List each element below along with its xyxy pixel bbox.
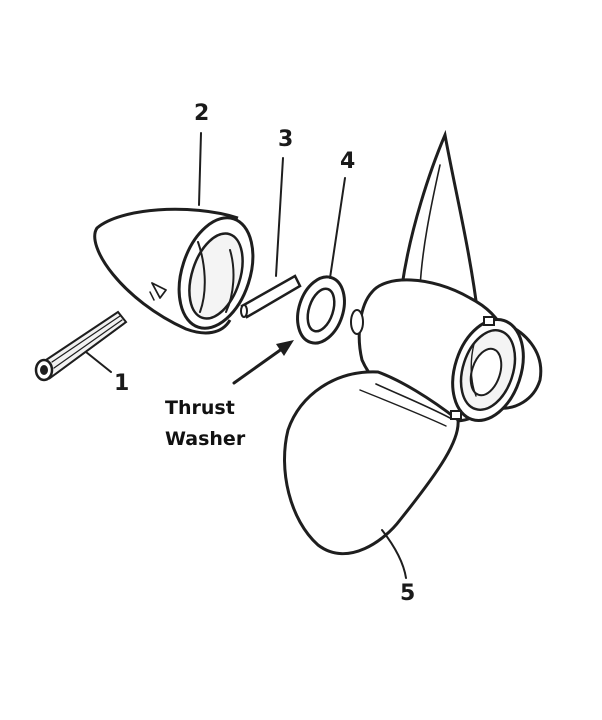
callout-3: 3	[278, 127, 293, 152]
callout-2: 2	[194, 101, 209, 126]
part-3-sleeve	[240, 274, 302, 319]
callout-4: 4	[340, 149, 355, 174]
part-4-thrust-washer	[296, 275, 346, 345]
leader-line-3	[275, 157, 284, 277]
part-2-cone	[93, 207, 255, 335]
callout-5: 5	[400, 581, 415, 606]
leader-line-2	[198, 132, 202, 206]
callout-1: 1	[114, 371, 129, 396]
annotation-thrust: Thrust	[165, 397, 235, 419]
part-1-bolt	[34, 310, 128, 382]
thrust-washer-arrow	[232, 340, 294, 385]
part-5-propeller	[283, 129, 543, 556]
leader-line-1	[85, 351, 112, 373]
leader-line-4	[329, 177, 346, 279]
leader-lines	[85, 132, 407, 579]
leader-line-5	[381, 529, 407, 579]
annotation-washer: Washer	[165, 428, 246, 450]
